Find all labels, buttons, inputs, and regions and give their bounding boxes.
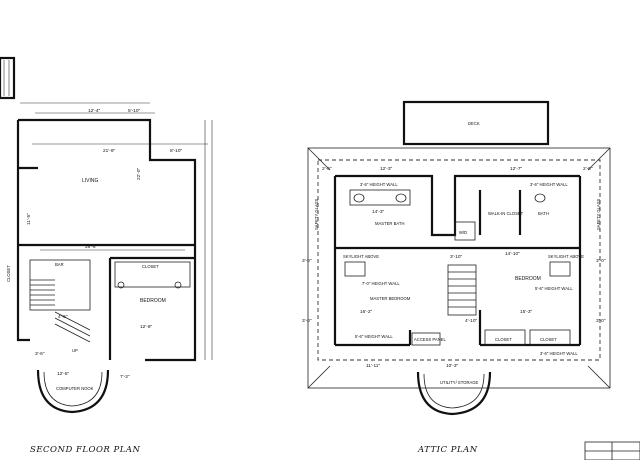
label-up: UP — [72, 348, 78, 353]
dim-right-top: 8'-10" — [170, 148, 183, 154]
label-safety-left: SAFETY GLASS — [314, 198, 319, 230]
room-closet-small: CLOSET — [6, 265, 11, 282]
room-deck: DECK — [468, 121, 480, 126]
room-wd: W/D — [459, 230, 467, 235]
room-walk-in-closet: WALK-IN CLOSET — [488, 211, 524, 216]
dim-bedroom-w: 12'-8" — [140, 324, 153, 330]
room-skylight1: SKYLIGHT ABOVE — [343, 254, 379, 259]
title-attic: ATTIC PLAN — [417, 445, 478, 455]
stair-treads — [30, 279, 91, 343]
dim-side-l: 2'-0" — [322, 166, 332, 172]
dim-left-b: 4'-6" — [58, 314, 68, 320]
dim-mid: 21'-9" — [103, 148, 116, 154]
knee-wall-line — [317, 159, 601, 361]
dim-top2: 5'-10" — [128, 108, 141, 114]
dim-nook-side: 7'-3" — [120, 374, 130, 380]
label-half-wall3: 5'-6" HEIGHT WALL — [355, 334, 393, 339]
dim-right-v1: 3'-0" — [596, 258, 606, 264]
label-access-panel: ACCESS PANEL — [414, 337, 446, 342]
dim-left-v1: 3'-0" — [302, 258, 312, 264]
dim-mid: 3'-10" — [450, 254, 463, 260]
dim-top-r: 12'-7" — [510, 166, 523, 172]
room-skylight2: SKYLIGHT ABOVE — [548, 254, 584, 259]
title-second-floor: SECOND FLOOR PLAN — [30, 445, 141, 455]
dim-vert-a: 22'-0" — [136, 167, 142, 180]
room-closet1: CLOSET — [495, 337, 512, 342]
second-floor-plan: 12'-4" 5'-10" 21'-9" 8'-10" LIVING 28'-6… — [0, 56, 213, 455]
room-master-bath: MASTER BATH — [375, 221, 404, 226]
dim-nook-w: 12'-5" — [57, 371, 70, 377]
room-living: LIVING — [82, 178, 99, 184]
room-bar: BAR — [55, 262, 64, 267]
label-half-wall4: 7'-0" HEIGHT WALL — [362, 281, 400, 286]
room-bath: BATH — [538, 211, 549, 216]
room-utility: UTILITY/ STORAGE — [440, 380, 479, 385]
dim-left-v2: 3'-0" — [302, 318, 312, 324]
dim-bath-w: 14'-3" — [372, 209, 385, 215]
room-bedroom: BEDROOM — [515, 276, 541, 282]
title-block — [584, 441, 640, 460]
room-closet2: CLOSET — [540, 337, 557, 342]
label-half-wall5: 3'-6" HEIGHT WALL — [540, 351, 578, 356]
label-half-wall1: 3'-6" HEIGHT WALL — [360, 182, 398, 187]
chimney — [0, 56, 16, 100]
label-safety-right: SAFETY GLASS — [596, 198, 601, 230]
dim-top1: 12'-4" — [88, 108, 101, 114]
dim-side-r: 2'-0" — [583, 166, 593, 172]
room-bedroom: BEDROOM — [140, 298, 166, 304]
bay-window — [36, 369, 110, 414]
dim-bed-w: 14'-10" — [505, 251, 520, 257]
deck — [402, 100, 550, 146]
label-half-wall6: 5'-6" HEIGHT WALL — [535, 286, 573, 291]
dim-left-a: 3'-6" — [35, 351, 45, 357]
roof-outline — [307, 147, 611, 389]
dim-bottom-c: 10'-3" — [446, 363, 459, 369]
attic-plan: DECK 12'-3" 12'-7" 2'-0" 2'-0" 3'-6" HEI… — [302, 100, 611, 455]
attic-stair — [447, 264, 477, 316]
utility-bay — [416, 371, 492, 416]
dim-lower-l: 16'-2" — [360, 309, 373, 315]
dim-bottom-l: 11'-11" — [366, 363, 380, 369]
dim-lower-c: 4'-10" — [465, 318, 478, 324]
room-computer-nook: COMPUTER NOOK — [56, 386, 94, 391]
label-half-wall2: 3'-6" HEIGHT WALL — [530, 182, 568, 187]
dim-vert-b: 11'-5" — [26, 213, 32, 225]
dim-lower: 28'-6" — [85, 244, 98, 250]
dim-lower-r: 15'-3" — [520, 309, 533, 315]
room-master-bedroom: MASTER BEDROOM — [370, 296, 411, 301]
dim-top-l: 12'-3" — [380, 166, 393, 172]
dim-right-v2: 3'-0" — [596, 318, 606, 324]
room-closet: CLOSET — [142, 264, 159, 269]
